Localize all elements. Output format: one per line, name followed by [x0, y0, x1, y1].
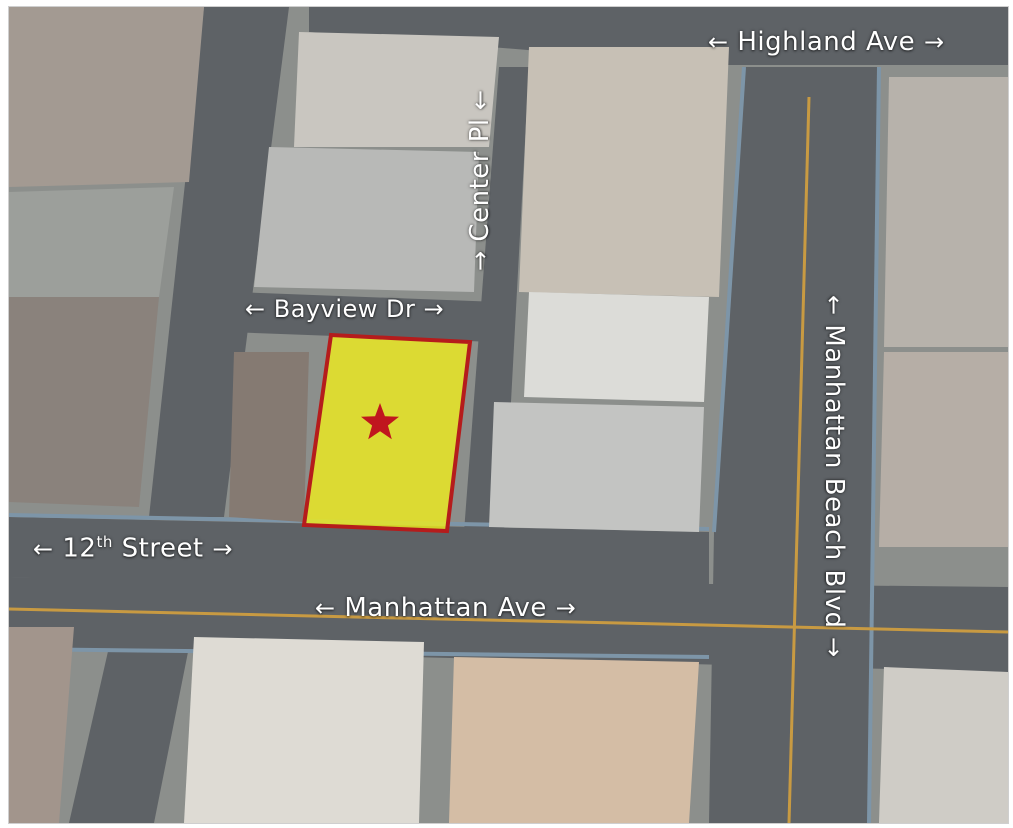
building-rooftop — [519, 47, 729, 297]
label-text: Center Pl — [465, 118, 495, 242]
label-text: Manhattan Ave — [344, 593, 547, 623]
road-west-avenue-south — [69, 647, 189, 823]
center-lines — [9, 96, 1008, 823]
arrow-left-icon: ← — [33, 534, 54, 563]
road-12th-street — [9, 517, 709, 592]
label-text: Highland Ave — [737, 27, 916, 57]
label-text: Manhattan Beach Blvd — [819, 324, 849, 629]
building-rooftop — [879, 667, 1008, 823]
road-network — [9, 7, 1008, 823]
arrow-up-icon: ← — [466, 89, 494, 110]
building-rooftop — [184, 637, 424, 823]
label-manhattan-beach-blvd: ← Manhattan Beach Blvd → — [819, 295, 849, 658]
road-west-avenue — [149, 7, 289, 517]
arrow-right-icon: → — [923, 28, 945, 56]
arrow-right-icon: → — [423, 295, 445, 323]
road-highland-ave — [309, 7, 1008, 65]
aerial-map-frame: ← Highland Ave → → Center Pl ← ← Bayview… — [8, 6, 1009, 824]
building-rooftop — [884, 77, 1008, 347]
label-12th-street: ← 12th Street → — [33, 535, 233, 562]
label-text-suffix: th — [96, 533, 113, 551]
label-center-pl: → Center Pl ← — [465, 89, 495, 271]
building-rooftop — [229, 352, 309, 522]
buildings — [9, 7, 1008, 823]
label-text-word: Street — [121, 533, 204, 564]
building-rooftop — [9, 7, 204, 187]
road-bayview-dr — [229, 292, 499, 342]
label-highland-ave: ← Highland Ave → — [708, 29, 945, 55]
arrow-right-icon: → — [212, 534, 234, 563]
building-rooftop — [294, 32, 499, 147]
building-rooftop — [9, 187, 174, 297]
label-text-number: 12 — [62, 533, 97, 564]
arrow-down-icon: → — [466, 250, 494, 271]
arrow-left-icon: ← — [708, 28, 729, 56]
parking-lot-rooftop — [254, 147, 479, 292]
building-rooftop — [524, 292, 709, 402]
aerial-map — [9, 7, 1008, 823]
arrow-left-icon: ← — [245, 295, 266, 323]
road-manhattan-beach-blvd — [709, 67, 879, 823]
building-rooftop — [449, 657, 699, 823]
road-center-pl — [464, 67, 529, 532]
arrow-down-icon: → — [820, 637, 848, 658]
star-icon — [361, 403, 399, 440]
building-rooftop — [879, 352, 1008, 547]
building-rooftop — [489, 402, 704, 532]
building-rooftop — [9, 627, 74, 823]
arrow-left-icon: ← — [315, 594, 336, 622]
arrow-up-icon: ← — [820, 295, 848, 316]
label-bayview-dr: ← Bayview Dr → — [245, 297, 444, 321]
arrow-right-icon: → — [555, 594, 577, 622]
label-text: Bayview Dr — [273, 295, 416, 323]
label-manhattan-ave: ← Manhattan Ave → — [315, 595, 576, 621]
building-rooftop — [9, 297, 159, 507]
